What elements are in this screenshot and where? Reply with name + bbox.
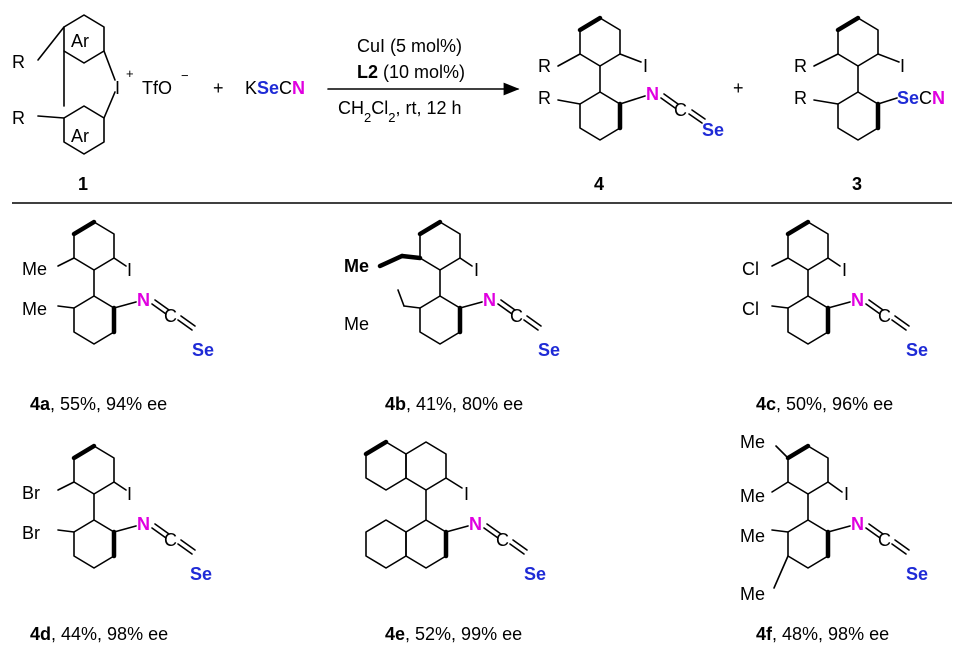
product-3-label: 3 (852, 174, 862, 194)
svg-text:N: N (851, 514, 864, 534)
triflate-counterion: TfO (142, 78, 172, 98)
r-substituent-top: R (12, 52, 25, 72)
svg-text:R: R (538, 88, 551, 108)
sub-cl-bottom: Cl (742, 299, 759, 319)
sub-me-1: Me (740, 432, 765, 452)
ring-lower (579, 91, 621, 141)
plus-sign-1: + (213, 78, 224, 98)
svg-text:N: N (851, 290, 864, 310)
sub-me-top: Me (22, 259, 47, 279)
caption-4c: 4c, 50%, 96% ee (756, 394, 893, 414)
caption-4f: 4f, 48%, 98% ee (756, 624, 889, 644)
product-4f: Me Me Me Me I N C Se 4f, 48%, 98% ee (740, 432, 928, 644)
svg-text:C: C (878, 530, 891, 550)
svg-text:I: I (643, 56, 648, 76)
svg-text:Se: Se (538, 340, 560, 360)
product-4a: Me Me I N C Se 4a, 55%, 94% ee (22, 219, 214, 414)
svg-text:N: N (137, 290, 150, 310)
svg-text:N: N (646, 84, 659, 104)
product-4-label: 4 (594, 174, 604, 194)
svg-text:R: R (794, 56, 807, 76)
kse-reagent: KSeCN (245, 78, 305, 98)
svg-text:I: I (842, 260, 847, 280)
caption-4a: 4a, 55%, 94% ee (30, 394, 167, 414)
iodonium-charge: + (126, 66, 134, 81)
product-4: R R I N C Se 4 (538, 15, 724, 194)
ring-lower (837, 91, 879, 141)
svg-text:Se: Se (190, 564, 212, 584)
reactant-label: 1 (78, 174, 88, 194)
r-substituent-bottom: R (12, 108, 25, 128)
ligand-text: L2 (10 mol%) (357, 62, 465, 82)
caption-4b: 4b, 41%, 80% ee (385, 394, 523, 414)
triflate-charge: − (181, 68, 189, 83)
svg-text:I: I (127, 484, 132, 504)
reagent-c: C (279, 78, 292, 98)
sub-me-top: Me (344, 256, 369, 276)
svg-text:C: C (510, 306, 523, 326)
sub-cl-top: Cl (742, 259, 759, 279)
iodonium-i: I (115, 78, 120, 98)
product-3: R R I SeCN 3 (794, 15, 945, 194)
ligand-rest: (10 mol%) (378, 62, 465, 82)
svg-text:R: R (538, 56, 551, 76)
ar-label-bottom: Ar (71, 126, 89, 146)
reagent-k: K (245, 78, 257, 98)
svg-text:Se: Se (524, 564, 546, 584)
svg-text:I: I (900, 56, 905, 76)
sub-me-3: Me (740, 526, 765, 546)
svg-text:Se: Se (192, 340, 214, 360)
product-4b: Me Me I N C Se 4b, 41%, 80% ee (344, 219, 560, 414)
svg-text:Se: Se (702, 120, 724, 140)
svg-text:I: I (844, 484, 849, 504)
product-4e: I N C Se 4e, 52%, 99% ee (363, 439, 546, 644)
reaction-conditions: CuI (5 mol%) L2 (10 mol%) CH2Cl2, rt, 12… (327, 36, 520, 125)
sub-me-2: Me (740, 486, 765, 506)
svg-text:N: N (469, 514, 482, 534)
sub-me-bottom: Me (22, 299, 47, 319)
svg-text:C: C (674, 100, 687, 120)
svg-text:C: C (164, 530, 177, 550)
svg-text:Se: Se (906, 340, 928, 360)
sub-br-bottom: Br (22, 523, 40, 543)
svg-text:R: R (794, 88, 807, 108)
sub-me-bottom: Me (344, 314, 369, 334)
reactant-1: Ar Ar R R I + TfO − 1 (12, 14, 189, 194)
ar-label-top: Ar (71, 31, 89, 51)
svg-text:I: I (127, 260, 132, 280)
svg-text:I: I (464, 484, 469, 504)
product-4d: Br Br I N C Se 4d, 44%, 98% ee (22, 443, 212, 644)
svg-text:Se: Se (906, 564, 928, 584)
product-4c: Cl Cl I N C Se 4c, 50%, 96% ee (742, 219, 928, 414)
secn-group: SeCN (897, 88, 945, 108)
ligand-bold: L2 (357, 62, 378, 82)
sub-br-top: Br (22, 483, 40, 503)
caption-4d: 4d, 44%, 98% ee (30, 624, 168, 644)
solvent-text: CH2Cl2, rt, 12 h (338, 98, 462, 125)
plus-sign-2: + (733, 78, 744, 98)
reagent-n: N (292, 78, 305, 98)
svg-text:C: C (496, 530, 509, 550)
svg-text:C: C (878, 306, 891, 326)
sub-me-4: Me (740, 584, 765, 604)
reagent-se: Se (257, 78, 279, 98)
caption-4e: 4e, 52%, 99% ee (385, 624, 522, 644)
svg-text:I: I (474, 260, 479, 280)
svg-text:C: C (164, 306, 177, 326)
catalyst-text: CuI (5 mol%) (357, 36, 462, 56)
svg-text:N: N (137, 514, 150, 534)
svg-text:N: N (483, 290, 496, 310)
